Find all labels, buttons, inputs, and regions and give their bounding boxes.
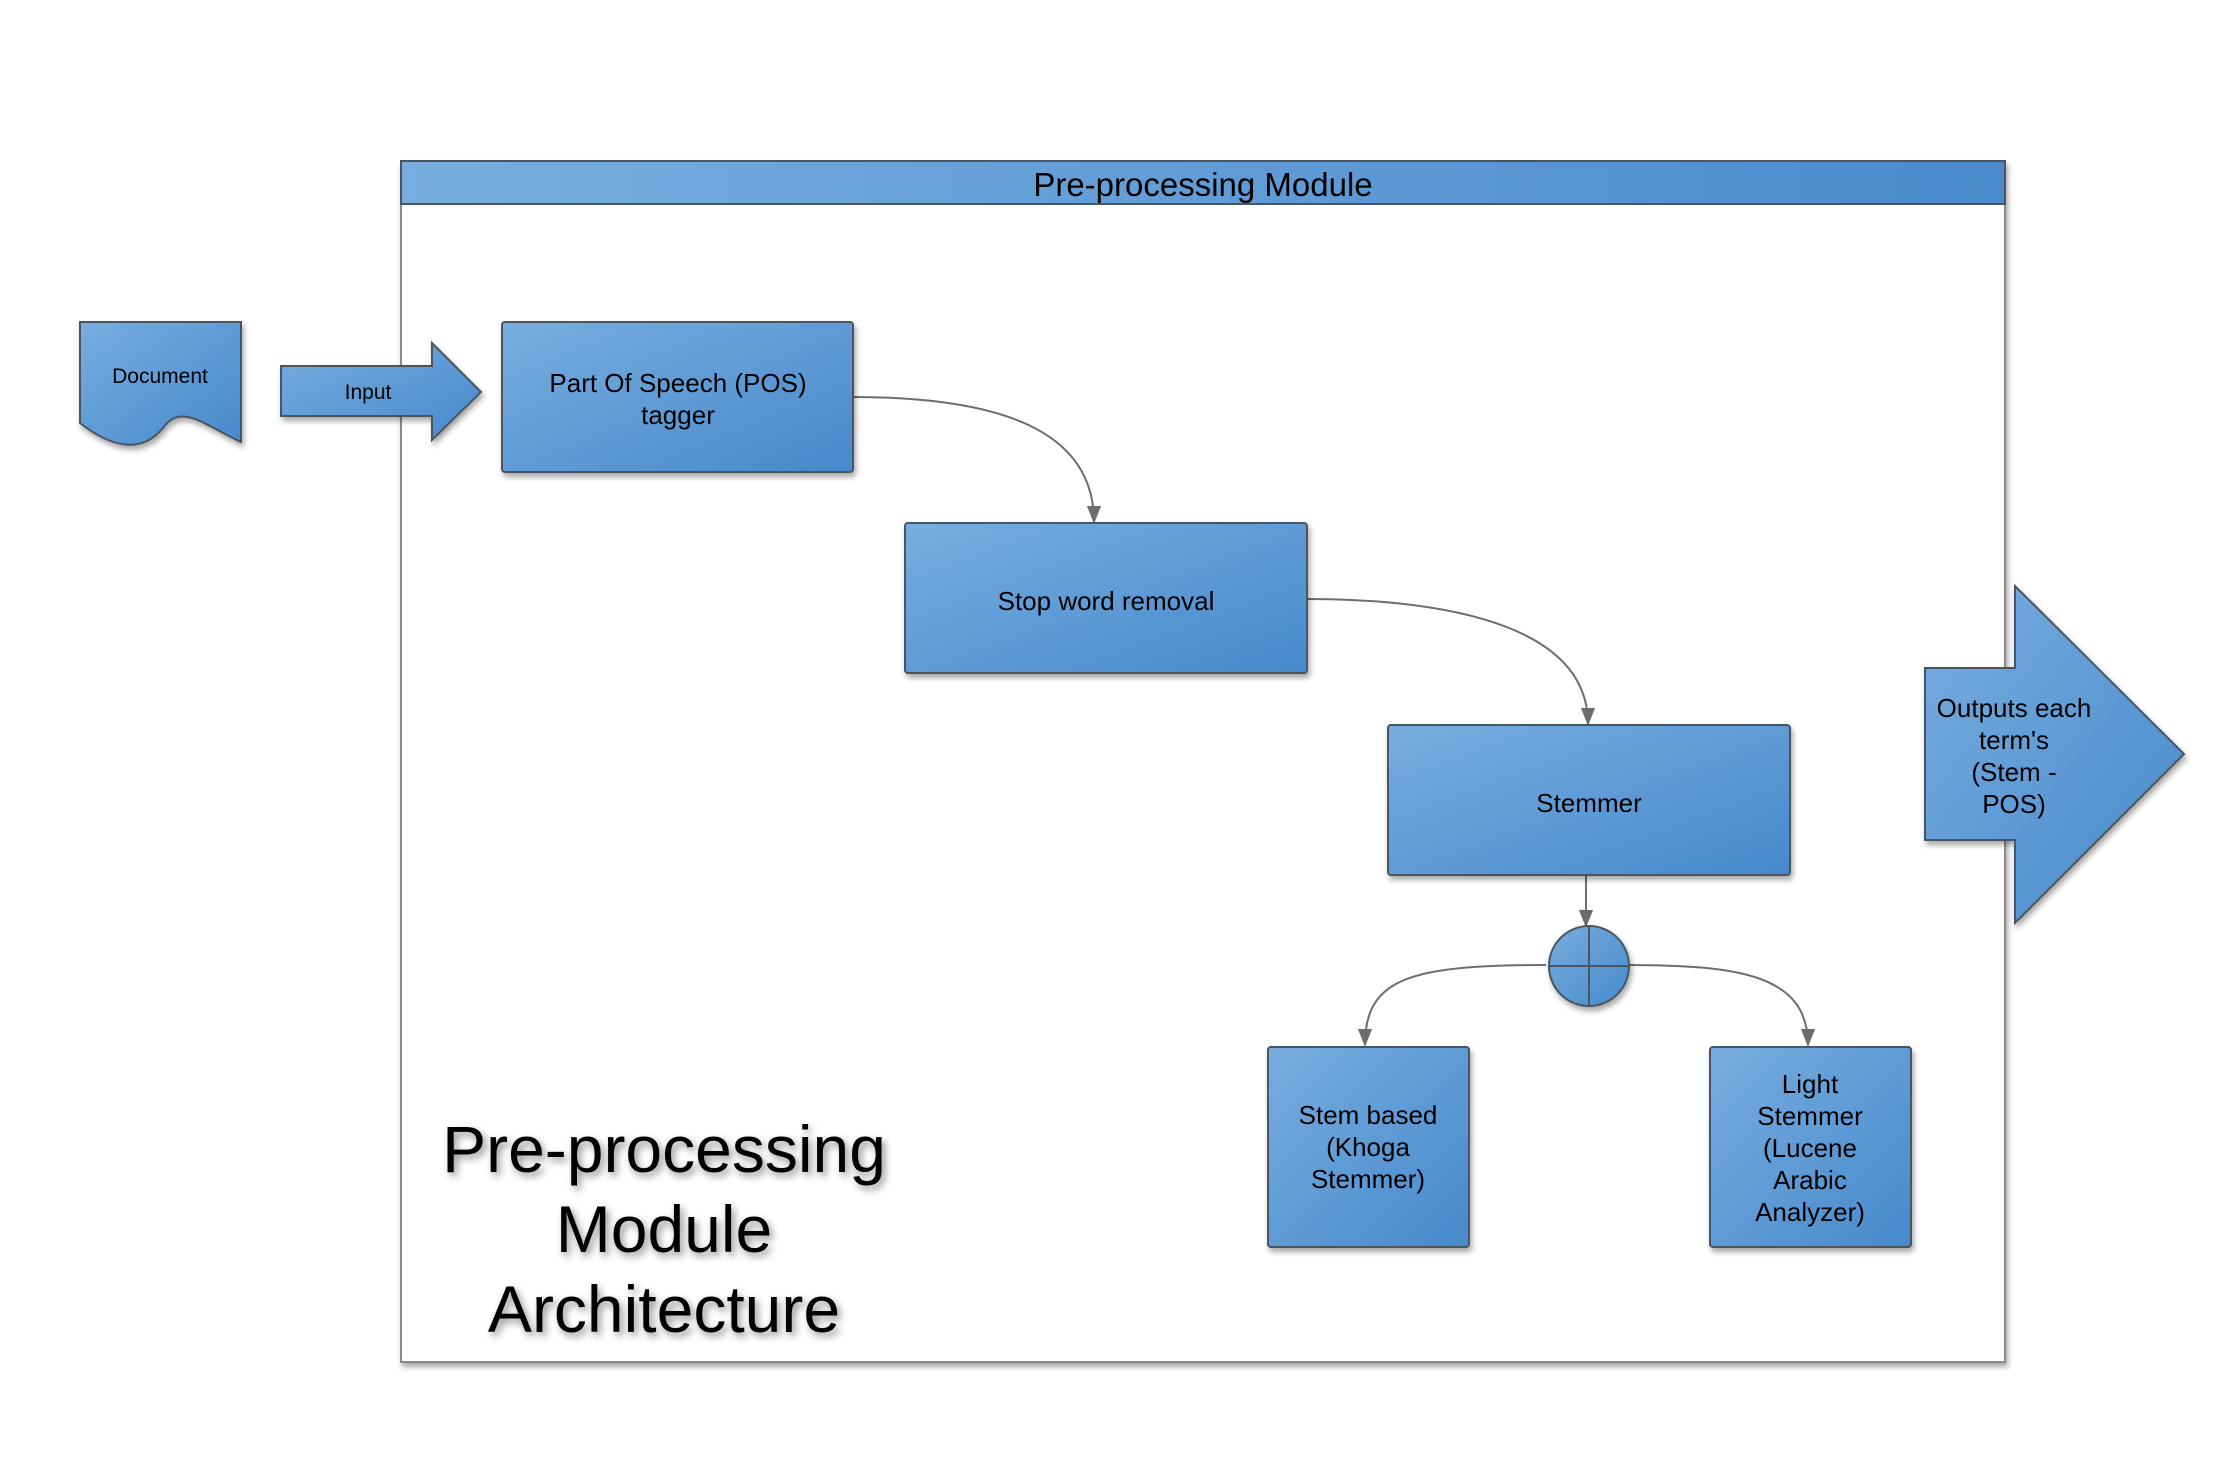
caption-line-1: Pre-processing	[442, 1112, 886, 1186]
junction-circle	[1548, 925, 1630, 1007]
stemmer-rect	[1387, 724, 1791, 876]
stem-based-box: Stem based (Khoga Stemmer)	[1267, 1046, 1470, 1248]
light-stemmer-label-line-4: Arabic	[1773, 1165, 1847, 1195]
output-arrow-label-line-1: Outputs each	[1937, 693, 2092, 723]
input-arrow-shape	[280, 340, 483, 443]
light-stemmer-label-line-5: Analyzer)	[1755, 1197, 1865, 1227]
output-arrow-shape	[1924, 583, 2186, 926]
input-arrow: Input	[280, 340, 483, 443]
pos-tagger-label-line-1: Part Of Speech (POS)	[549, 368, 806, 398]
output-arrow: Outputs each term's (Stem - POS)	[1924, 583, 2186, 926]
stemmer-box: Stemmer	[1387, 724, 1791, 876]
stop-word-removal-rect	[904, 522, 1308, 674]
connector-junction-to-stem-based	[1357, 964, 1547, 1047]
stem-based-rect	[1267, 1046, 1470, 1248]
light-stemmer-label-line-3: (Lucene	[1763, 1133, 1857, 1163]
document-shape: Document	[79, 321, 242, 446]
pos-tagger-box: Part Of Speech (POS) tagger	[501, 321, 854, 473]
stem-based-label-line-1: Stem based	[1299, 1100, 1438, 1130]
stop-word-removal-box: Stop word removal	[904, 522, 1308, 674]
connector-stopword-to-stemmer	[1304, 598, 1596, 726]
input-arrow-label: Input	[345, 381, 392, 404]
stemmer-label: Stemmer	[1536, 788, 1642, 818]
light-stemmer-box: Light Stemmer (Lucene Arabic Analyzer)	[1709, 1046, 1912, 1248]
output-arrow-label-line-2: term's	[1979, 725, 2049, 755]
stem-based-label-line-3: Stemmer)	[1311, 1164, 1425, 1194]
document-icon	[79, 321, 242, 446]
caption-line-2: Module	[556, 1192, 772, 1266]
stop-word-removal-label: Stop word removal	[998, 586, 1215, 616]
container-header	[400, 160, 2006, 205]
output-arrow-label-line-3: (Stem -	[1971, 757, 2056, 787]
pos-tagger-rect	[501, 321, 854, 473]
light-stemmer-label-line-1: Light	[1782, 1069, 1839, 1099]
stem-based-label-line-2: (Khoga	[1326, 1132, 1410, 1162]
caption-line-3: Architecture	[488, 1272, 840, 1346]
output-arrow-label-line-4: POS)	[1982, 789, 2046, 819]
light-stemmer-rect	[1709, 1046, 1912, 1248]
light-stemmer-label-line-2: Stemmer	[1757, 1101, 1863, 1131]
connector-pos-to-stopword	[851, 396, 1102, 524]
diagram-caption: Pre-processing Module Architecture	[442, 1112, 886, 1346]
connectors	[851, 396, 1816, 1047]
document-label: Document	[112, 365, 208, 388]
container-header-label: Pre-processing Module	[1033, 166, 1372, 203]
connector-junction-to-light-stemmer	[1625, 964, 1816, 1047]
pos-tagger-label-line-2: tagger	[641, 400, 715, 430]
